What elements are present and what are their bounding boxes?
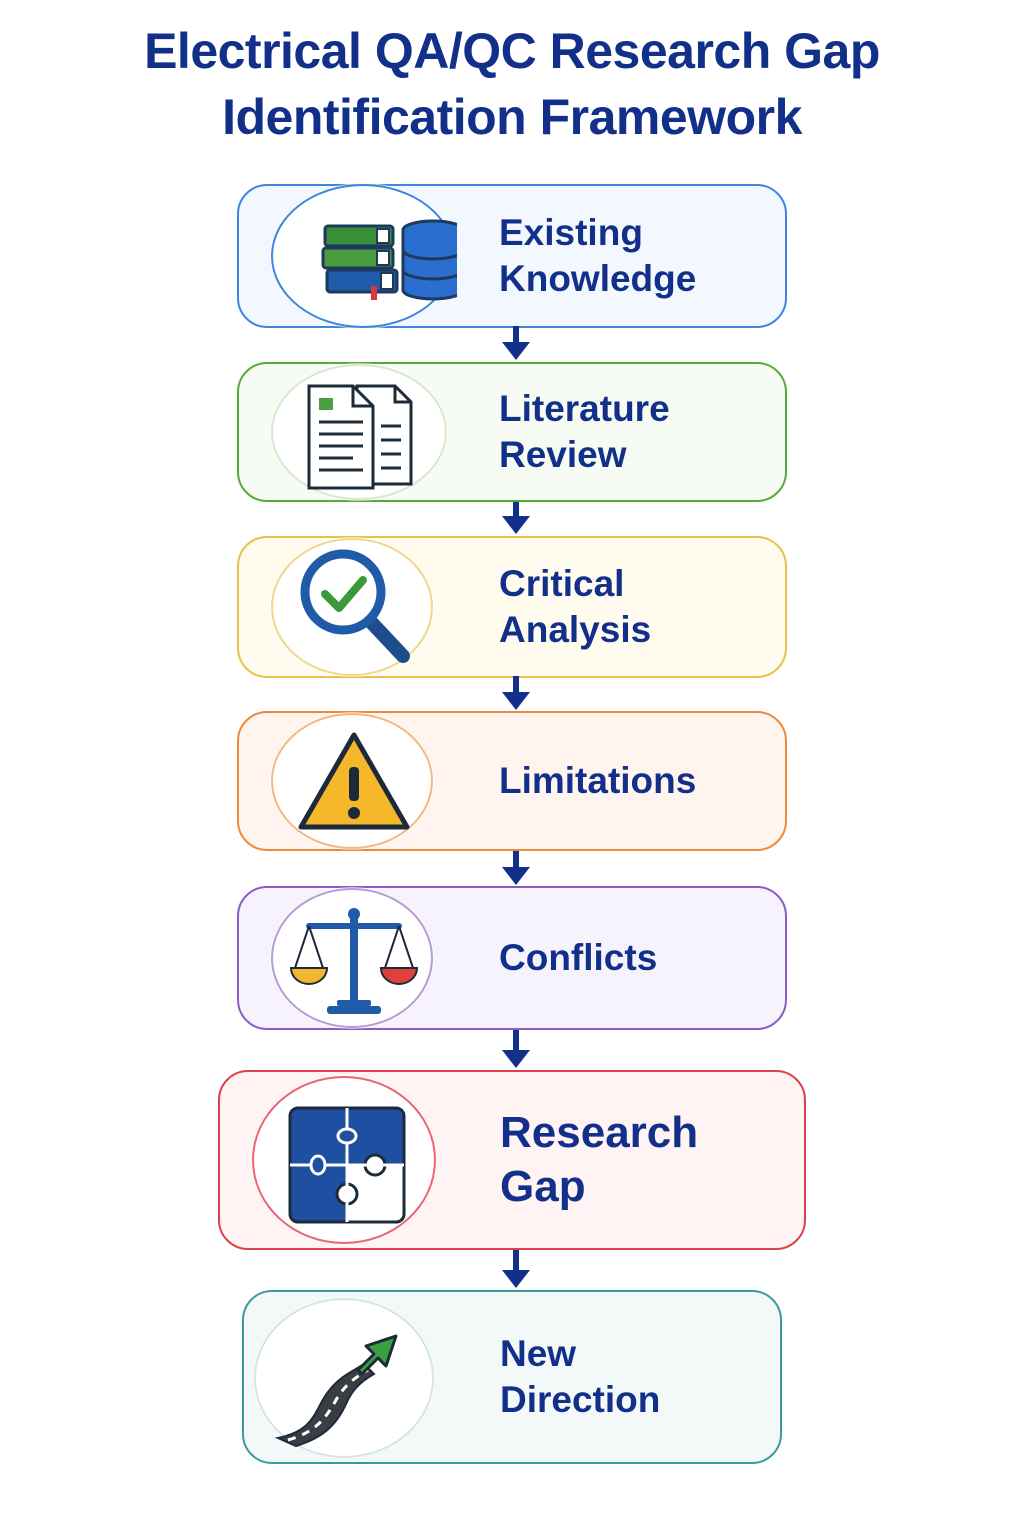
- flow-arrow-2: [502, 502, 530, 534]
- flow-arrow-6: [502, 1250, 530, 1288]
- puzzle-icon: [288, 1106, 406, 1224]
- critical-analysis-label: Critical Analysis: [499, 538, 651, 676]
- limitations-icon-circle: [271, 713, 433, 849]
- books-database-icon: [321, 219, 457, 301]
- new-direction-icon-circle: [254, 1298, 434, 1458]
- conflicts-label: Conflicts: [499, 888, 657, 1028]
- flow-arrow-1: [502, 326, 530, 360]
- critical-analysis-line-2: Analysis: [499, 609, 652, 650]
- step-limitations: Limitations: [237, 711, 787, 851]
- road-arrow-icon: [274, 1334, 398, 1448]
- existing-knowledge-icon-circle: [271, 184, 457, 328]
- existing-knowledge-line-1: Existing: [499, 212, 643, 253]
- flow-arrow-3: [502, 676, 530, 710]
- new-direction-label: New Direction: [500, 1292, 660, 1462]
- step-critical-analysis: Critical Analysis: [237, 536, 787, 678]
- magnifier-check-icon: [300, 549, 410, 663]
- step-new-direction: New Direction: [242, 1290, 782, 1464]
- literature-review-icon-circle: [271, 364, 447, 500]
- limitations-line-1: Limitations: [499, 760, 697, 801]
- step-existing-knowledge: Existing Knowledge: [237, 184, 787, 328]
- literature-review-line-2: Review: [499, 434, 627, 475]
- existing-knowledge-label: Existing Knowledge: [499, 186, 696, 326]
- documents-icon: [307, 384, 413, 490]
- research-gap-icon-circle: [252, 1076, 436, 1244]
- research-gap-label: Research Gap: [500, 1072, 698, 1248]
- flow-arrow-5: [502, 1030, 530, 1068]
- literature-review-line-1: Literature: [499, 388, 670, 429]
- research-gap-line-2: Gap: [500, 1162, 586, 1211]
- existing-knowledge-line-2: Knowledge: [499, 258, 697, 299]
- step-research-gap: Research Gap: [218, 1070, 806, 1250]
- title-line-2: Identification Framework: [222, 89, 802, 145]
- step-conflicts: Conflicts: [237, 886, 787, 1030]
- diagram-title: Electrical QA/QC Research Gap Identifica…: [0, 18, 1024, 150]
- research-gap-line-1: Research: [500, 1108, 699, 1157]
- title-line-1: Electrical QA/QC Research Gap: [144, 23, 880, 79]
- new-direction-line-2: Direction: [500, 1379, 661, 1420]
- warning-icon: [298, 732, 410, 830]
- new-direction-line-1: New: [500, 1333, 577, 1374]
- balance-scale-icon: [289, 908, 419, 1014]
- critical-analysis-icon-circle: [271, 538, 433, 676]
- conflicts-icon-circle: [271, 888, 433, 1028]
- limitations-label: Limitations: [499, 713, 696, 849]
- conflicts-line-1: Conflicts: [499, 937, 658, 978]
- critical-analysis-line-1: Critical: [499, 563, 625, 604]
- step-literature-review: Literature Review: [237, 362, 787, 502]
- flow-arrow-4: [502, 851, 530, 885]
- literature-review-label: Literature Review: [499, 364, 670, 500]
